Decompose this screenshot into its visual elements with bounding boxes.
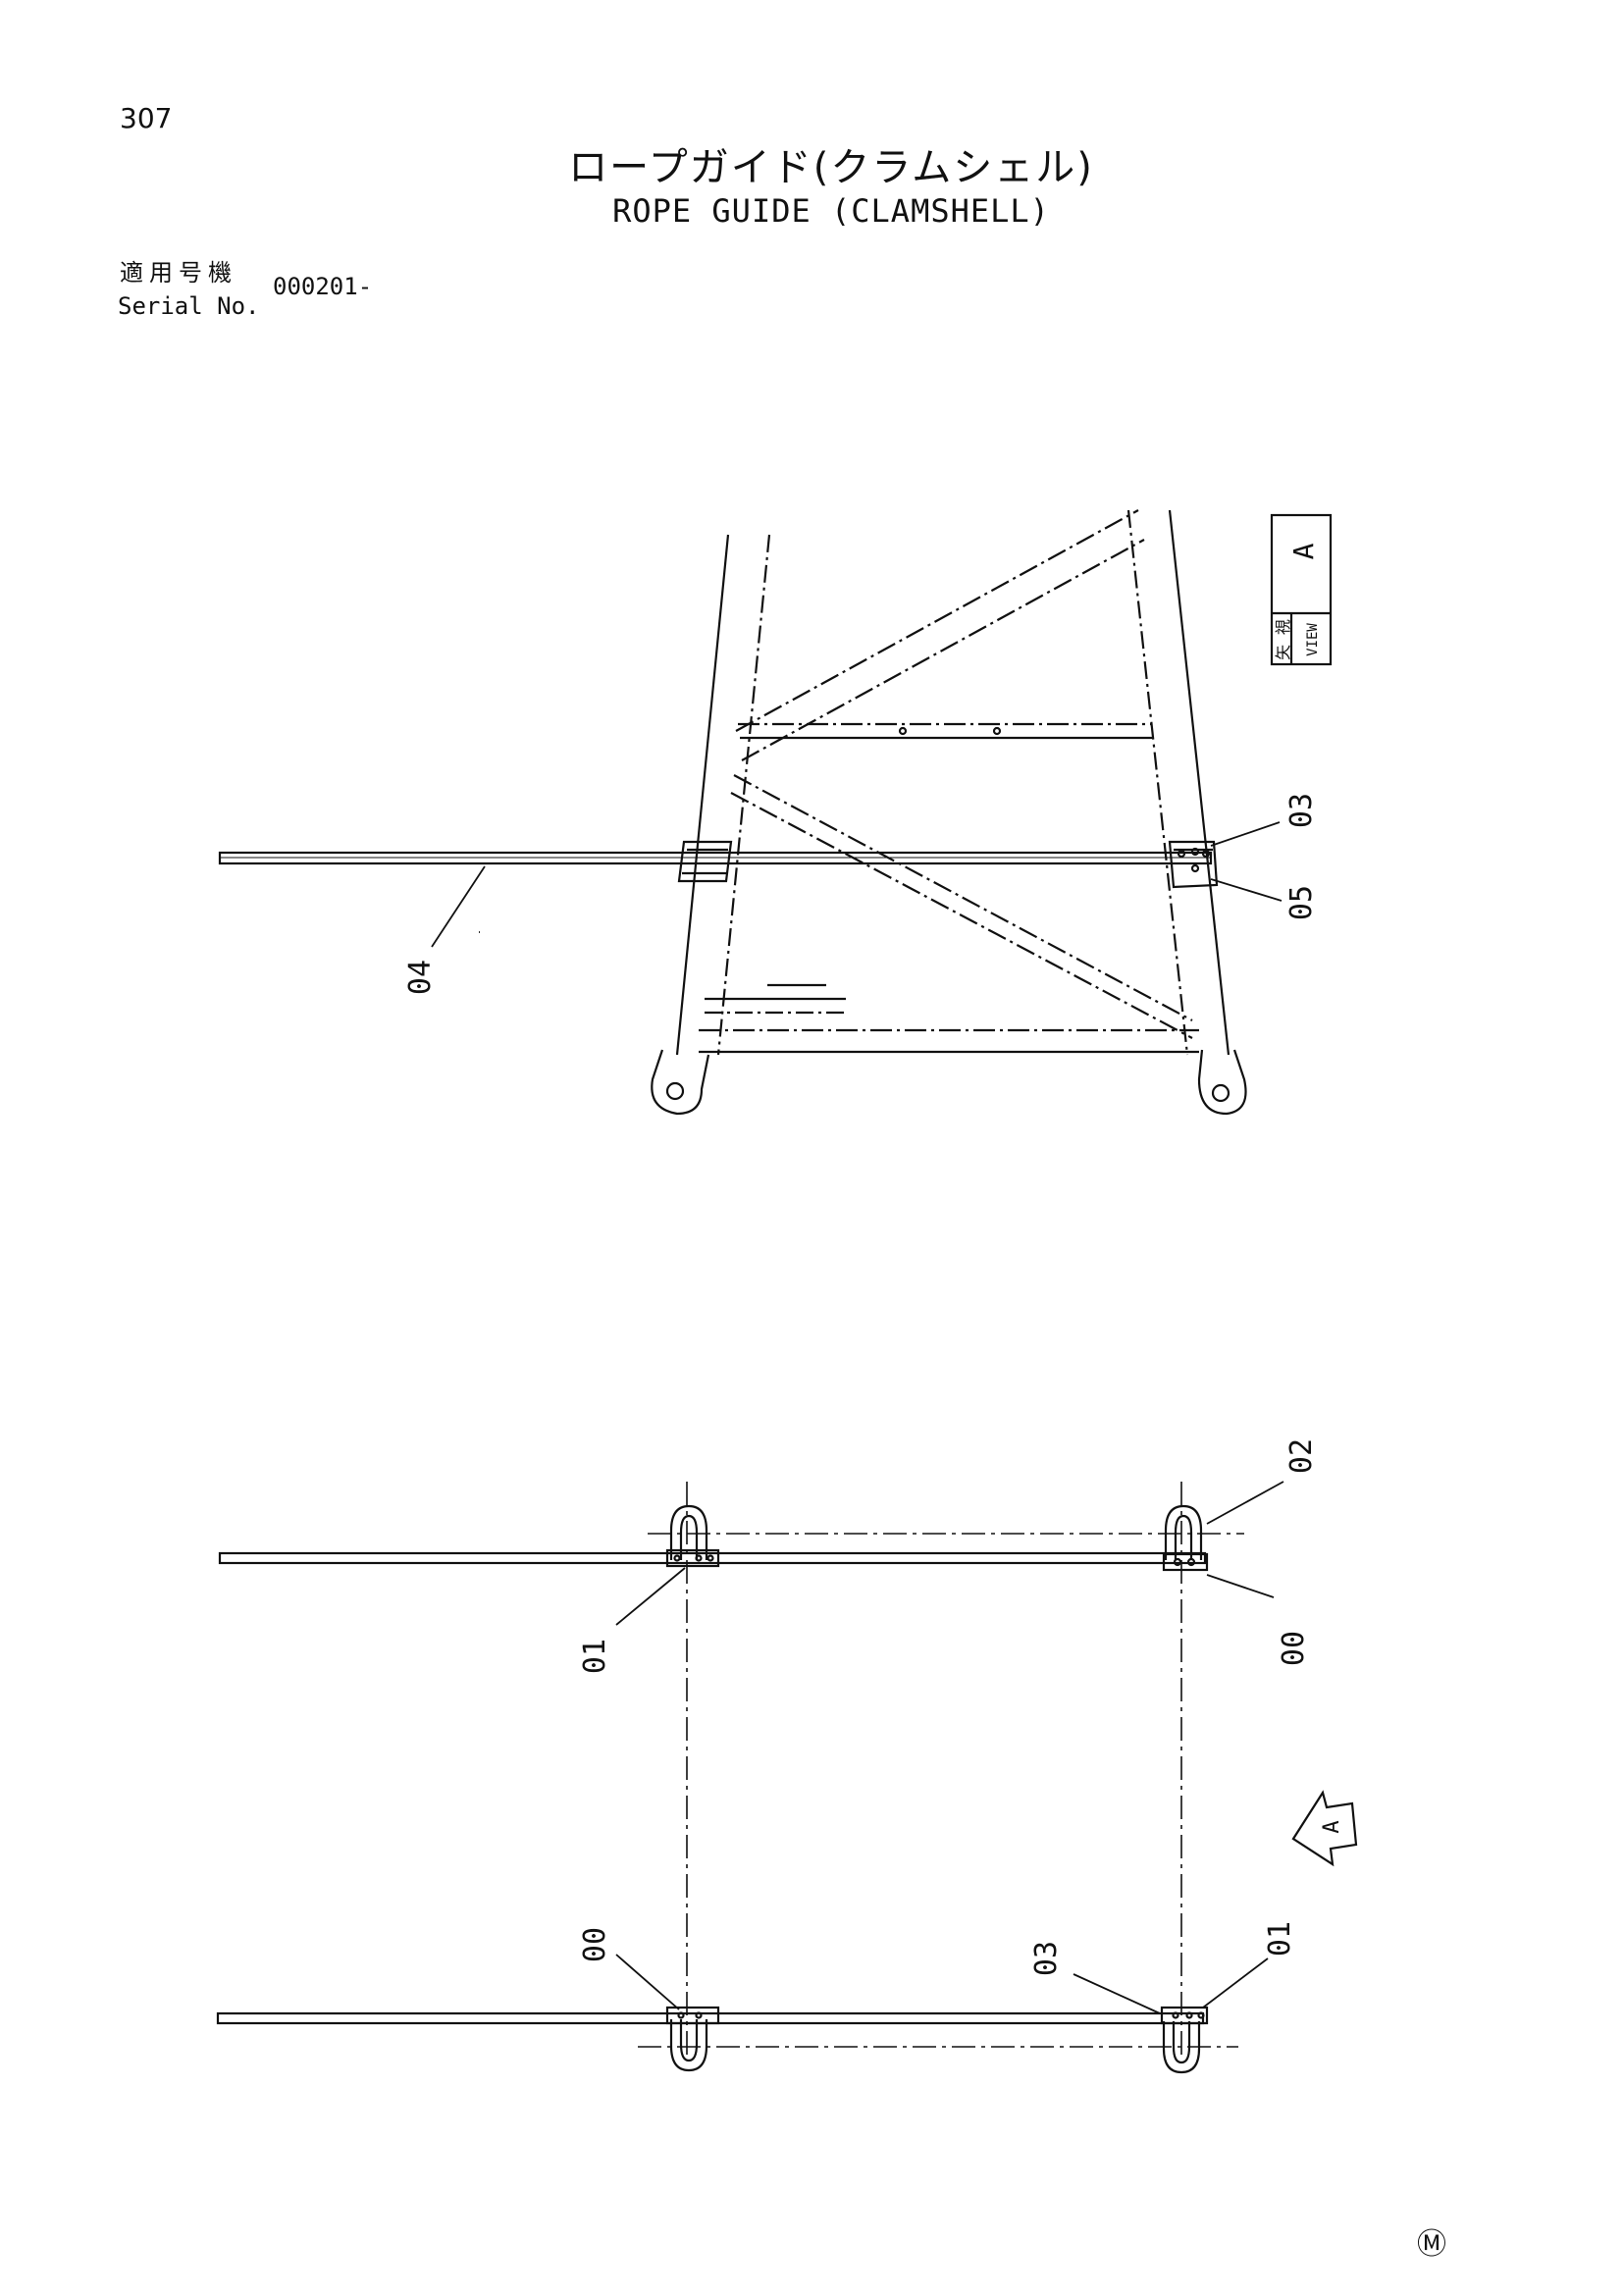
page-number: 307 bbox=[120, 102, 173, 134]
view-a-box bbox=[1270, 513, 1333, 666]
view-a-box-labels: A 矢 視 VIEW bbox=[1274, 543, 1321, 659]
callout-part-04: 04 bbox=[403, 960, 438, 995]
top-frame-view bbox=[218, 509, 1247, 1116]
callout-part-00-bottom: 00 bbox=[578, 1927, 612, 1962]
callout-part-01-bottom: 01 bbox=[1263, 1921, 1297, 1957]
serial-label-english: Serial No. bbox=[118, 292, 260, 320]
view-a-letter: A bbox=[1287, 543, 1320, 559]
callout-part-01-left: 01 bbox=[578, 1639, 612, 1674]
callout-part-00-right: 00 bbox=[1277, 1631, 1311, 1666]
page-title-japanese: ロープガイド(クラムシェル) bbox=[568, 145, 1094, 190]
serial-number-value: 000201- bbox=[273, 273, 373, 300]
page-title-english: ROPE GUIDE (CLAMSHELL) bbox=[612, 192, 1050, 230]
callout-part-03-bottom: 03 bbox=[1029, 1941, 1064, 1976]
part-callouts: 04 03 05 02 01 00 00 03 01 bbox=[403, 793, 1319, 1976]
callout-part-02: 02 bbox=[1284, 1438, 1319, 1474]
callout-part-03-top: 03 bbox=[1284, 793, 1319, 828]
view-a-label-english: VIEW bbox=[1305, 623, 1321, 656]
leader-lines bbox=[431, 821, 1284, 2014]
manual-mark-icon: Ⓜ bbox=[1417, 2227, 1446, 2262]
callout-part-05: 05 bbox=[1284, 885, 1319, 920]
view-a-arrow-label: A bbox=[1320, 1820, 1344, 1833]
serial-label-japanese: 適用号機 bbox=[120, 259, 237, 287]
view-a-label-japanese: 矢 視 bbox=[1274, 619, 1292, 660]
bottom-plan-view bbox=[216, 1482, 1358, 2074]
